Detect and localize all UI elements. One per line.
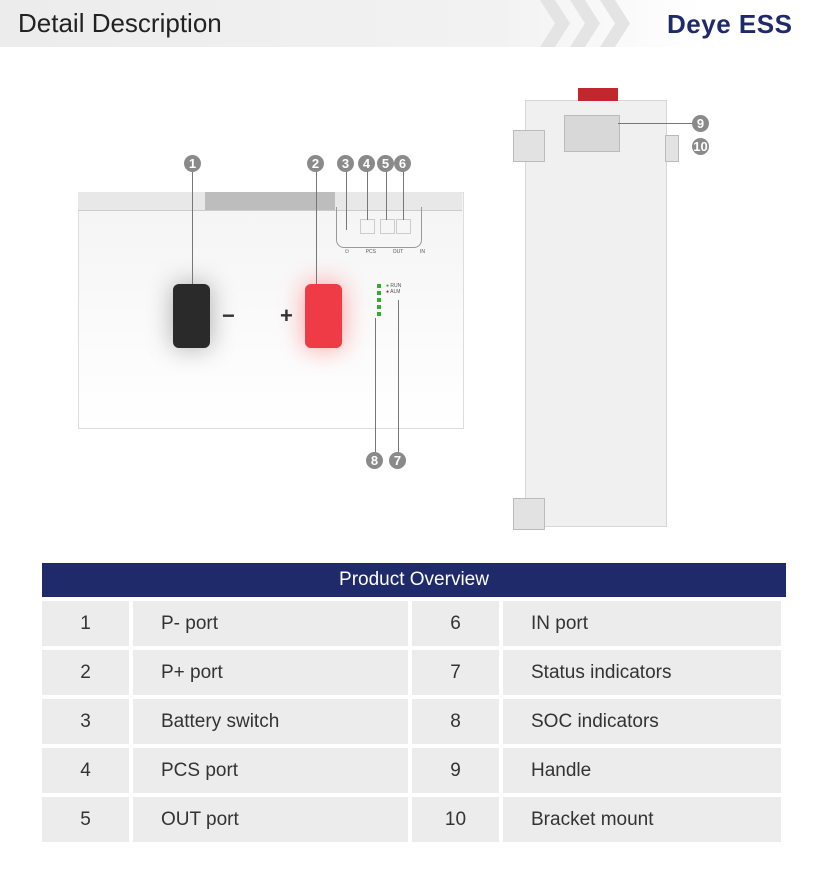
minus-sign: − <box>222 303 235 328</box>
led-label-run: RUN <box>390 283 402 289</box>
item-label: Handle <box>503 748 781 793</box>
plus-sign: + <box>280 303 293 328</box>
in-port <box>396 219 411 234</box>
item-number: 9 <box>412 748 499 793</box>
p-minus-terminal <box>173 284 210 348</box>
item-label-text: PCS port <box>161 759 239 781</box>
item-label-text: P- port <box>161 612 219 634</box>
callout-5: 5 <box>377 155 394 172</box>
bracket-mount-right <box>665 135 679 162</box>
port-label: IN <box>419 249 425 255</box>
item-label: Battery switch <box>133 699 408 744</box>
port-label: ⏻ <box>345 249 349 255</box>
item-label: P+ port <box>133 650 408 695</box>
bracket-mount-top <box>513 130 545 162</box>
callout-line <box>192 170 193 284</box>
led-label-alm: ALM <box>390 289 401 295</box>
item-label-text: Handle <box>531 759 592 781</box>
brand-logo: Deye ESS <box>667 9 793 39</box>
item-label: PCS port <box>133 748 408 793</box>
item-label: IN port <box>503 601 781 646</box>
item-label-text: SOC indicators <box>531 710 659 732</box>
port-label: OUT <box>392 249 404 255</box>
callout-2: 2 <box>307 155 324 172</box>
soc-leds <box>377 284 381 318</box>
table-row: 4 PCS port 9 Handle <box>42 748 786 793</box>
item-label: OUT port <box>133 797 408 842</box>
callout-4: 4 <box>358 155 375 172</box>
item-label-text: P+ port <box>161 661 223 683</box>
item-number: 5 <box>42 797 129 842</box>
item-number: 6 <box>412 601 499 646</box>
item-number: 1 <box>42 601 129 646</box>
handle-top <box>578 88 618 101</box>
item-number: 8 <box>412 699 499 744</box>
callout-line <box>367 170 368 220</box>
port-label: PCS <box>365 249 376 255</box>
table-row: 5 OUT port 10 Bracket mount <box>42 797 786 842</box>
chevron-decoration <box>540 0 570 47</box>
battery-side-view <box>525 100 667 527</box>
port-labels: ⏻ PCS OUT IN <box>345 249 425 255</box>
item-label: P- port <box>133 601 408 646</box>
table-row: 2 P+ port 7 Status indicators <box>42 650 786 695</box>
callout-line <box>398 300 399 453</box>
out-port <box>380 219 395 234</box>
callout-6: 6 <box>394 155 411 172</box>
chevron-decoration <box>570 0 600 47</box>
item-label-text: Battery switch <box>161 710 280 732</box>
callout-line <box>316 170 317 284</box>
rail-bracket <box>205 192 335 210</box>
item-number: 4 <box>42 748 129 793</box>
callout-8: 8 <box>366 452 383 469</box>
item-label-text: IN port <box>531 612 589 634</box>
table-row: 3 Battery switch 8 SOC indicators <box>42 699 786 744</box>
callout-9: 9 <box>692 115 709 132</box>
item-number: 7 <box>412 650 499 695</box>
item-number: 10 <box>412 797 499 842</box>
item-label-text: OUT port <box>161 808 239 830</box>
table-title: Product Overview <box>42 563 786 597</box>
item-label: SOC indicators <box>503 699 781 744</box>
item-label-text: Bracket mount <box>531 808 654 830</box>
table-row: 1 P- port 6 IN port <box>42 601 786 646</box>
callout-line <box>386 170 387 220</box>
bracket-mount-bottom <box>513 498 545 530</box>
callout-line <box>346 170 347 230</box>
battery-front-view <box>78 192 464 429</box>
status-leds: ● RUN ● ALM <box>386 283 402 295</box>
item-label: Bracket mount <box>503 797 781 842</box>
callout-7: 7 <box>389 452 406 469</box>
callout-3: 3 <box>337 155 354 172</box>
handle <box>564 115 620 152</box>
header-bar: Detail Description Deye ESS <box>0 0 828 47</box>
page-title: Detail Description <box>18 8 222 38</box>
callout-10: 10 <box>692 138 709 155</box>
callout-line <box>375 318 376 453</box>
port-panel <box>336 207 422 248</box>
callout-line <box>403 170 404 220</box>
chevron-decoration <box>600 0 630 47</box>
item-label-text: Status indicators <box>531 661 672 683</box>
callout-1: 1 <box>184 155 201 172</box>
item-number: 2 <box>42 650 129 695</box>
item-label: Status indicators <box>503 650 781 695</box>
pcs-port <box>360 219 375 234</box>
callout-line <box>618 123 693 124</box>
item-number: 3 <box>42 699 129 744</box>
p-plus-terminal <box>305 284 342 348</box>
